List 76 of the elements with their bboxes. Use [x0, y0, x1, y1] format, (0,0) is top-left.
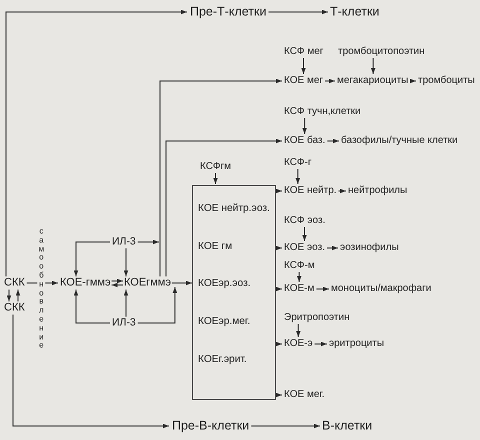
- node-label: моноциты/макрофаги: [331, 283, 432, 295]
- arrow: [296, 168, 300, 184]
- node-label: КСФ мег: [284, 46, 324, 58]
- node-label: КОЕ-гммэ: [60, 276, 111, 290]
- arrow: [370, 58, 376, 74]
- node-label: нейтрофилы: [348, 185, 408, 197]
- node-label: ИЛ-3: [112, 316, 136, 330]
- arrow: [314, 342, 328, 346]
- arrow: [296, 272, 302, 282]
- arrow: [276, 246, 282, 250]
- group-box: [192, 185, 276, 400]
- node-label: КОЕ эоз.: [284, 242, 325, 254]
- box-item-label: КОЕг.эрит.: [198, 354, 247, 366]
- box-item-label: КОЕэр.эоз.: [198, 278, 251, 291]
- node-label: мегакариоциты: [337, 75, 408, 87]
- node-label: КОЕ нейтр.: [284, 185, 337, 197]
- arrow: [124, 248, 128, 277]
- node-label: КСФ-м: [284, 260, 315, 272]
- node-label: КОЕ мег: [284, 75, 324, 87]
- edge-label: самообновление: [38, 227, 46, 351]
- arrow: [296, 324, 301, 338]
- node-label: ИЛ-3: [112, 236, 136, 248]
- node-label: КСФгм: [200, 161, 232, 173]
- node-label: КСФ эоз.: [284, 215, 326, 227]
- arrow: [326, 246, 338, 250]
- box-item-label: КОЕэр.мег.: [198, 316, 250, 328]
- node-label: Т-клетки: [330, 4, 380, 20]
- arrow: [301, 58, 306, 74]
- node-label: Эритропоэтин: [284, 312, 350, 324]
- arrow: [160, 78, 282, 277]
- node-label: КСФ тучн,клетки: [284, 106, 361, 118]
- arrow: [74, 289, 110, 324]
- node-label: КСФ-г: [284, 157, 312, 169]
- arrow: [74, 242, 110, 277]
- arrow: [276, 286, 282, 292]
- node-label: Пре-Т-клетки: [190, 4, 266, 20]
- arrow: [16, 289, 20, 302]
- node-label: СКК: [4, 301, 25, 315]
- node-label: эозинофилы: [340, 242, 399, 254]
- arrow: [276, 188, 282, 194]
- arrow: [6, 10, 188, 277]
- node-label: КОЕ-э: [284, 338, 313, 350]
- arrow: [326, 138, 340, 144]
- arrow: [12, 314, 170, 428]
- arrow: [6, 289, 12, 302]
- node-label: КОЕ-м: [284, 283, 314, 295]
- arrow: [338, 188, 346, 194]
- arrow: [111, 282, 124, 288]
- box-item-label: КОЕ гм: [198, 240, 232, 253]
- arrow: [276, 392, 282, 398]
- node-label: Пре-В-клетки: [172, 418, 250, 434]
- arrow: [276, 342, 282, 346]
- node-label: В-клетки: [322, 418, 372, 434]
- arrow: [324, 78, 336, 84]
- box-item-label: КОЕ нейтр.эоз.: [198, 203, 270, 216]
- arrow: [213, 172, 218, 184]
- arrow: [250, 424, 320, 428]
- node-label: эритроциты: [329, 338, 384, 350]
- node-label: СКК: [4, 276, 25, 290]
- node-label: тромбоцитопоэтин: [338, 46, 425, 58]
- arrow: [166, 138, 282, 277]
- node-label: КОЕ мег.: [284, 389, 325, 401]
- node-label: базофилы/тучные клетки: [341, 135, 458, 147]
- node-label: тромбоциты: [418, 75, 475, 87]
- arrow: [302, 118, 307, 134]
- arrow: [137, 240, 160, 244]
- arrow: [410, 78, 416, 84]
- arrow: [137, 286, 178, 324]
- node-label: КОЕгммэ: [124, 276, 171, 290]
- arrow: [316, 286, 330, 292]
- arrow: [268, 10, 328, 14]
- arrow: [302, 226, 307, 242]
- arrow: [111, 278, 124, 284]
- node-label: КОЕ баз.: [284, 135, 326, 147]
- arrow: [171, 280, 192, 286]
- arrow: [124, 289, 128, 318]
